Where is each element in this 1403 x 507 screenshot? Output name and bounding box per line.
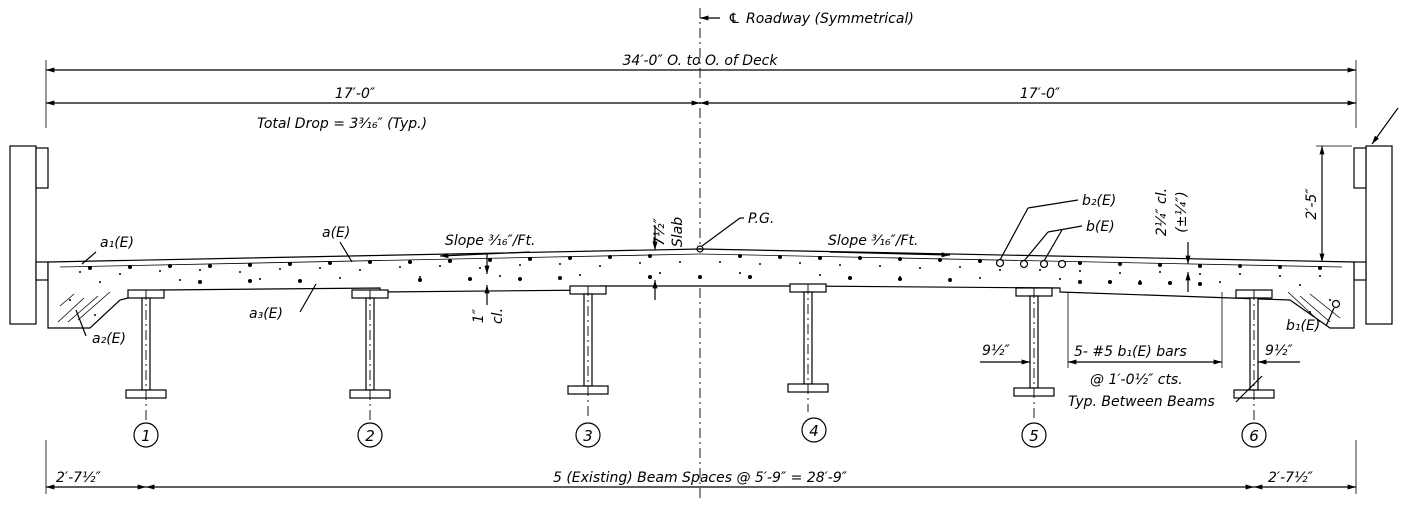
bar-b-leader-3 — [1043, 229, 1063, 262]
haunch-hatch-right — [1287, 291, 1341, 323]
bar-a-leader — [339, 241, 353, 263]
beam-bubble-4: 4 — [801, 417, 827, 443]
barrier-right — [1353, 145, 1393, 325]
slope-left-arrow — [439, 251, 531, 259]
clear-bottom-suffix: cl. — [490, 308, 506, 324]
bar-note-line3: Typ. Between Beams — [1068, 394, 1215, 410]
bar-b-leader — [1047, 225, 1083, 233]
bar-b2-leader-2 — [999, 207, 1029, 261]
pg-leader — [701, 217, 741, 247]
girder-5 — [1013, 287, 1055, 420]
beam-bubble-2: 2 — [357, 422, 383, 448]
beam-bubble-1: 1 — [133, 422, 159, 448]
bar-a3-label: a₃(E) — [249, 306, 283, 322]
svg-text:1: 1 — [141, 427, 151, 445]
bar-b2-leader — [1027, 199, 1079, 209]
girder-6 — [1233, 289, 1275, 420]
centerline-symbol: ℄ — [728, 11, 741, 27]
girder-4 — [787, 283, 829, 412]
bar-b2-label: b₂(E) — [1082, 193, 1116, 209]
curb-height-text: 2′-5″ — [1304, 188, 1320, 220]
bar-note-leader — [1235, 375, 1263, 403]
barrier-left — [9, 145, 49, 325]
bar-a2-label: a₂(E) — [92, 331, 126, 347]
bar-a-label: a(E) — [322, 225, 350, 241]
girder-2 — [349, 289, 391, 420]
concrete-stipple — [69, 261, 1331, 316]
svg-text:3: 3 — [583, 427, 593, 445]
svg-text:5: 5 — [1029, 427, 1039, 445]
total-drop-text: Total Drop = 3³⁄₁₆″ (Typ.) — [257, 116, 427, 132]
half-dimension-right-text: 17′-0″ — [1020, 86, 1061, 102]
overhang-right-text: 2′-7½″ — [1268, 470, 1314, 486]
profile-grade-point — [696, 245, 704, 253]
bar-note-line1: 5- #5 b₁(E) bars — [1074, 344, 1187, 360]
svg-text:6: 6 — [1249, 427, 1259, 445]
bottom-reinforcement — [198, 275, 1202, 286]
girder-1 — [125, 289, 167, 420]
svg-text:4: 4 — [809, 422, 819, 440]
svg-text:2: 2 — [365, 427, 375, 445]
clear-bottom-text: 1″ — [471, 308, 487, 323]
flange-left-text: 9½″ — [982, 343, 1010, 359]
top-reinforcement — [88, 254, 1322, 270]
slope-left-text: Slope ³⁄₁₆″/Ft. — [445, 233, 535, 249]
bar-b-label: b(E) — [1086, 219, 1115, 235]
flange-right-text: 9½″ — [1265, 343, 1293, 359]
slab-thickness-text: 7½″ — [652, 217, 668, 245]
girder-3 — [567, 285, 609, 416]
bar-b1-label: b₁(E) — [1286, 318, 1320, 334]
bar-b1-leader — [1325, 307, 1335, 327]
beam-bubble-3: 3 — [575, 422, 601, 448]
bar-a1-leader — [81, 251, 97, 265]
bar-a2-leader — [75, 309, 87, 337]
beam-bubble-5: 5 — [1021, 422, 1047, 448]
slope-right-text: Slope ³⁄₁₆″/Ft. — [828, 233, 918, 249]
barrier-leader-arrow — [1371, 107, 1399, 145]
beam-spacing-text: 5 (Existing) Beam Spaces @ 5′-9″ = 28′-9… — [553, 470, 848, 486]
bar-b-leader-2 — [1023, 231, 1049, 262]
slope-right-arrow — [829, 251, 951, 258]
half-dimension-left-text: 17′-0″ — [335, 86, 376, 102]
haunch-hatch-left — [57, 291, 111, 323]
clear-top-tol: (±¼″) — [1174, 191, 1190, 232]
clear-top-text: 2¼″ cl. — [1154, 188, 1170, 236]
overall-dimension-text: 34′-0″ O. to O. of Deck — [623, 53, 779, 69]
overhang-left-text: 2′-7½″ — [56, 470, 102, 486]
bar-a3-leader — [299, 283, 317, 313]
existing-bars-b — [995, 258, 1341, 309]
bar-note-line2: @ 1′-0½″ cts. — [1090, 372, 1183, 388]
centerline-label: Roadway (Symmetrical) — [746, 11, 914, 27]
deck-slab — [47, 248, 1355, 329]
slab-top-inner-line-right — [699, 253, 1343, 268]
beam-bubble-6: 6 — [1241, 422, 1267, 448]
slab-top-inner-line — [59, 253, 701, 268]
bar-a1-label: a₁(E) — [100, 235, 134, 251]
pg-text: P.G. — [748, 211, 774, 227]
slab-label-text: Slab — [670, 217, 686, 247]
